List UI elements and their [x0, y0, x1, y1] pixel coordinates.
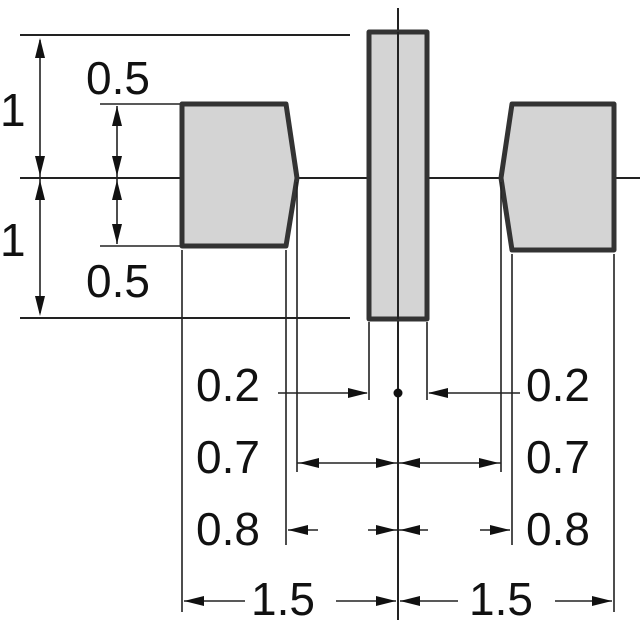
label-inner-right: 0.7	[526, 431, 590, 483]
label-pad-top: 0.5	[86, 52, 150, 104]
arrow-inner-right-end	[479, 458, 499, 468]
label-height-top: 1	[0, 84, 26, 136]
arrow-gap-right	[428, 388, 448, 398]
arrow-inner-left-start	[299, 458, 319, 468]
label-gap-left: 0.2	[196, 359, 260, 411]
left-pad	[179, 101, 300, 249]
arrow-taper-left-start	[288, 525, 308, 535]
arrow-pad-mid-up	[112, 156, 122, 176]
arrow-pad-bottom	[112, 224, 122, 244]
arrow-height-mid-down	[35, 180, 45, 200]
label-span-left: 1.5	[251, 573, 315, 625]
arrow-height-mid-up	[35, 156, 45, 176]
label-taper-right: 0.8	[526, 503, 590, 555]
arrow-height-top	[35, 38, 45, 58]
arrow-taper-right-end	[490, 525, 510, 535]
arrow-span-right-start	[400, 596, 420, 606]
arrow-span-left-end	[376, 596, 396, 606]
arrow-pad-mid-down	[112, 180, 122, 200]
label-taper-left: 0.8	[196, 503, 260, 555]
label-span-right: 1.5	[469, 573, 533, 625]
label-gap-right: 0.2	[526, 359, 590, 411]
label-height-bottom: 1	[0, 214, 26, 266]
center-dot	[393, 388, 403, 398]
label-inner-left: 0.7	[196, 431, 260, 483]
arrow-height-bottom	[35, 296, 45, 316]
arrow-inner-right-start	[400, 458, 420, 468]
right-pad	[498, 101, 617, 253]
arrow-inner-left-end	[376, 458, 396, 468]
arrow-span-left-start	[184, 596, 204, 606]
arrow-taper-center-right	[400, 525, 420, 535]
arrow-gap-left	[348, 388, 368, 398]
arrow-span-right-end	[592, 596, 612, 606]
arrow-pad-top	[112, 106, 122, 126]
label-pad-bottom: 0.5	[86, 255, 150, 307]
arrow-taper-center-left	[376, 525, 396, 535]
